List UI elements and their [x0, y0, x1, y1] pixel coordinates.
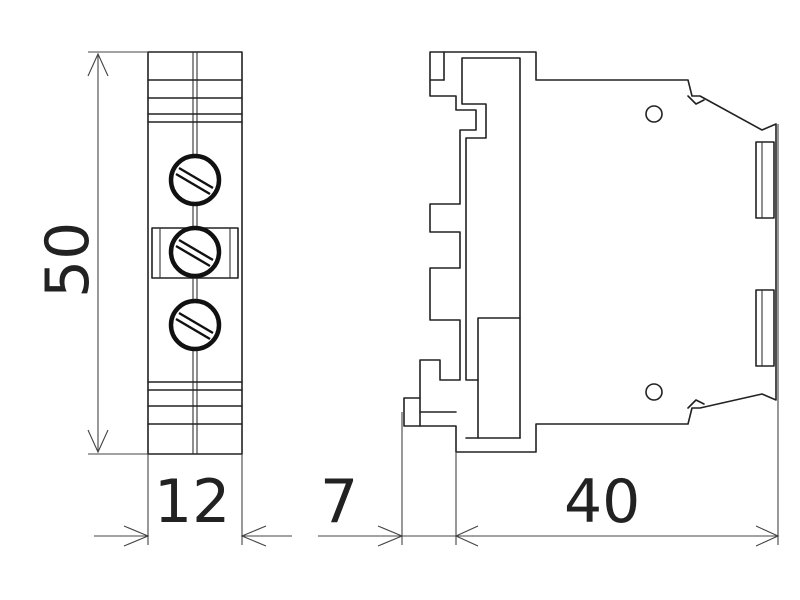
dimension-depth — [456, 124, 780, 547]
screw-top-icon — [168, 153, 222, 207]
dimension-rail-offset-label: 7 — [320, 467, 358, 537]
side-view-outline — [403, 51, 777, 453]
side-notch-top — [687, 95, 705, 105]
side-inner-housing — [461, 57, 521, 381]
side-view — [403, 51, 777, 453]
front-view — [147, 51, 243, 455]
side-contact-bottom — [755, 289, 775, 367]
dimension-width-label: 12 — [154, 467, 230, 537]
dimension-height — [87, 51, 148, 455]
dimension-depth-label: 40 — [564, 467, 640, 537]
screw-middle-icon — [168, 225, 222, 279]
side-notch-bottom — [687, 399, 705, 409]
side-hole-top-icon — [645, 105, 663, 123]
dimension-width — [94, 454, 292, 547]
side-hole-bottom-icon — [645, 383, 663, 401]
screw-bottom-icon — [168, 298, 222, 352]
side-contact-top — [755, 141, 775, 219]
dimension-height-label: 50 — [33, 222, 103, 298]
